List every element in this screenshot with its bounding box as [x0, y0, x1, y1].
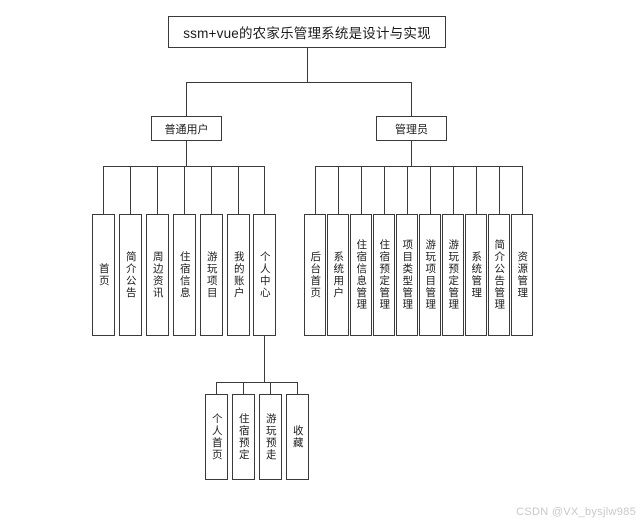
- connector-user-drop-6: [238, 166, 239, 214]
- leaf-node-admin-9-label: 简介公告管理: [493, 239, 506, 311]
- connector-user-drop-2: [130, 166, 131, 214]
- leaf-node-personal-1-label: 个人首页: [210, 413, 223, 461]
- leaf-node-user-5: 游玩项目: [200, 214, 223, 336]
- leaf-node-admin-3-label: 住宿信息管理: [355, 239, 368, 311]
- connector-admin-stem: [411, 141, 412, 166]
- connector-personal-drop-4: [297, 382, 298, 394]
- leaf-node-user-1: 首页: [92, 214, 115, 336]
- leaf-node-user-3-label: 周边资讯: [151, 251, 164, 299]
- connector-root-stem: [307, 48, 308, 82]
- leaf-node-user-1-label: 首页: [97, 263, 110, 287]
- connector-user-drop-3: [157, 166, 158, 214]
- connector-drop-branch-2: [411, 82, 412, 116]
- leaf-node-user-2-label: 简介公告: [124, 251, 137, 299]
- connector-personal-drop-2: [243, 382, 244, 394]
- leaf-node-admin-6: 游玩项目管理: [419, 214, 441, 336]
- connector-admin-drop-1: [315, 166, 316, 214]
- leaf-node-user-6: 我的账户: [227, 214, 250, 336]
- connector-user-drop-5: [211, 166, 212, 214]
- branch-node-user-label: 普通用户: [164, 123, 209, 136]
- connector-admin-drop-2: [338, 166, 339, 214]
- connector-user-drop-7: [264, 166, 265, 214]
- leaf-node-personal-4-label: 收藏: [291, 425, 304, 449]
- leaf-node-admin-5-label: 项目类型管理: [401, 239, 414, 311]
- watermark-text: CSDN @VX_bysjlw985: [516, 506, 636, 518]
- leaf-node-admin-2-label: 系统用户: [332, 251, 345, 299]
- leaf-node-admin-10-label: 资源管理: [516, 251, 529, 299]
- connector-user-drop-4: [184, 166, 185, 214]
- leaf-node-user-7: 个人中心: [253, 214, 276, 336]
- leaf-node-admin-3: 住宿信息管理: [350, 214, 372, 336]
- connector-admin-drop-3: [361, 166, 362, 214]
- branch-node-admin-label: 管理员: [395, 123, 428, 136]
- leaf-node-user-7-label: 个人中心: [258, 251, 271, 299]
- leaf-node-admin-7: 游玩预定管理: [442, 214, 464, 336]
- leaf-node-admin-10: 资源管理: [511, 214, 533, 336]
- connector-user-stem: [186, 141, 187, 166]
- connector-admin-drop-7: [453, 166, 454, 214]
- leaf-node-personal-3: 游玩预走: [259, 394, 282, 480]
- leaf-node-personal-3-label: 游玩预走: [264, 413, 277, 461]
- leaf-node-user-5-label: 游玩项目: [205, 251, 218, 299]
- branch-node-user: 普通用户: [151, 116, 222, 141]
- leaf-node-admin-6-label: 游玩项目管理: [424, 239, 437, 311]
- leaf-node-personal-4: 收藏: [286, 394, 309, 480]
- leaf-node-admin-1-label: 后台首页: [309, 251, 322, 299]
- leaf-node-user-6-label: 我的账户: [232, 251, 245, 299]
- connector-level2-bus: [186, 82, 412, 83]
- leaf-node-admin-4: 住宿预定管理: [373, 214, 395, 336]
- leaf-node-admin-9: 简介公告管理: [488, 214, 510, 336]
- leaf-node-admin-1: 后台首页: [304, 214, 326, 336]
- connector-admin-drop-5: [407, 166, 408, 214]
- connector-personal-drop-1: [216, 382, 217, 394]
- leaf-node-admin-7-label: 游玩预定管理: [447, 239, 460, 311]
- connector-user-bus: [103, 166, 264, 167]
- leaf-node-personal-2: 住宿预定: [232, 394, 255, 480]
- connector-admin-drop-6: [430, 166, 431, 214]
- connector-admin-drop-9: [499, 166, 500, 214]
- leaf-node-user-4: 住宿信息: [173, 214, 196, 336]
- connector-admin-drop-10: [522, 166, 523, 214]
- root-node: ssm+vue的农家乐管理系统是设计与实现: [168, 16, 446, 48]
- connector-personal-bus: [216, 382, 297, 383]
- connector-admin-drop-4: [384, 166, 385, 214]
- branch-node-admin: 管理员: [376, 116, 447, 141]
- leaf-node-user-3: 周边资讯: [146, 214, 169, 336]
- leaf-node-personal-1: 个人首页: [205, 394, 228, 480]
- connector-personal-drop-3: [270, 382, 271, 394]
- leaf-node-user-4-label: 住宿信息: [178, 251, 191, 299]
- connector-user-drop-1: [103, 166, 104, 214]
- root-node-label: ssm+vue的农家乐管理系统是设计与实现: [183, 26, 431, 41]
- leaf-node-admin-5: 项目类型管理: [396, 214, 418, 336]
- connector-admin-bus: [315, 166, 522, 167]
- leaf-node-user-2: 简介公告: [119, 214, 142, 336]
- connector-admin-drop-8: [476, 166, 477, 214]
- connector-drop-branch-1: [186, 82, 187, 116]
- leaf-node-admin-8-label: 系统管理: [470, 251, 483, 299]
- leaf-node-admin-8: 系统管理: [465, 214, 487, 336]
- leaf-node-personal-2-label: 住宿预定: [237, 413, 250, 461]
- connector-personal-stem: [264, 336, 265, 382]
- leaf-node-admin-2: 系统用户: [327, 214, 349, 336]
- leaf-node-admin-4-label: 住宿预定管理: [378, 239, 391, 311]
